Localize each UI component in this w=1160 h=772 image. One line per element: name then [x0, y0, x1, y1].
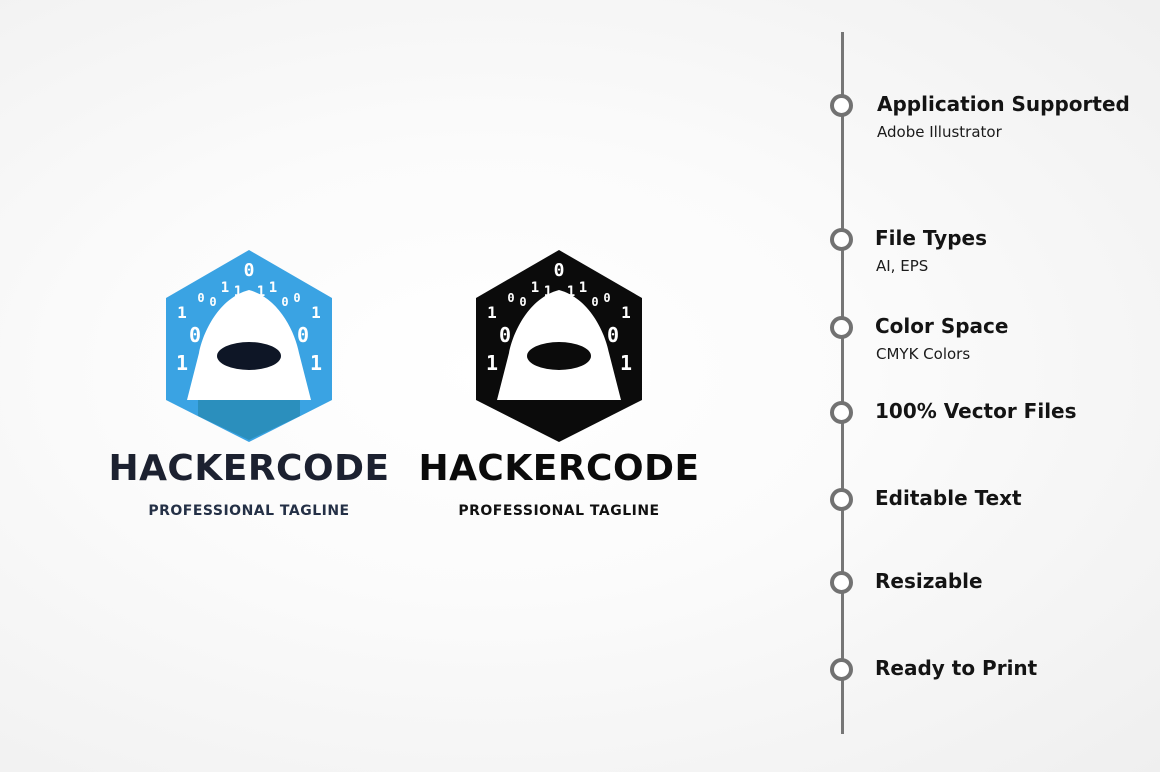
digit: 1 [269, 280, 277, 296]
digit: 1 [257, 284, 265, 300]
feature-editable-text: Editable Text [830, 486, 1150, 548]
timeline-node-icon [830, 228, 853, 251]
digit: 1 [620, 351, 632, 375]
hacker-hexagon-emblem-black: 0 1 1 1 1 0 0 0 0 1 1 0 0 1 1 [476, 250, 642, 442]
digit: 1 [311, 303, 321, 322]
digit: 0 [507, 291, 514, 305]
digit: 1 [487, 303, 497, 322]
digit: 0 [591, 295, 598, 309]
digit: 1 [486, 351, 498, 375]
digit: 1 [544, 284, 552, 300]
digit: 0 [519, 295, 526, 309]
digit: 1 [234, 284, 242, 300]
digit: 1 [310, 351, 322, 375]
digit: 0 [209, 295, 216, 309]
face-void [217, 342, 281, 370]
shield-base [508, 400, 610, 440]
digit: 1 [221, 280, 229, 296]
digit: 1 [567, 284, 575, 300]
feature-title: File Types [875, 226, 987, 250]
logo-color-variant: 0 1 1 1 1 0 0 0 0 1 1 0 0 1 1 HACKERCODE… [99, 250, 399, 519]
feature-ready-to-print: Ready to Print [830, 656, 1150, 718]
feature-file-types: File Types AI, EPS [830, 226, 1150, 288]
timeline-node-icon [830, 316, 853, 339]
shield-base [198, 400, 300, 440]
timeline-node-icon [830, 488, 853, 511]
feature-title: Color Space [875, 314, 1009, 338]
feature-title: Application Supported [877, 92, 1130, 116]
digit: 0 [244, 260, 255, 281]
feature-title: Resizable [875, 569, 983, 593]
feature-subtitle: AI, EPS [876, 257, 929, 275]
brand-name: HACKERCODE [108, 448, 390, 489]
feature-application-supported: Application Supported Adobe Illustrator [830, 92, 1150, 154]
feature-color-space: Color Space CMYK Colors [830, 314, 1150, 376]
feature-title: 100% Vector Files [875, 399, 1077, 423]
brand-name: HACKERCODE [418, 448, 700, 489]
timeline-node-icon [830, 571, 853, 594]
feature-vector-files: 100% Vector Files [830, 399, 1150, 461]
timeline-node-icon [830, 658, 853, 681]
digit: 0 [281, 295, 288, 309]
digit: 0 [297, 323, 309, 347]
timeline-line [841, 32, 844, 734]
digit: 1 [177, 303, 187, 322]
brand-tagline: PROFESSIONAL TAGLINE [458, 503, 660, 519]
digit: 0 [189, 323, 201, 347]
feature-resizable: Resizable [830, 569, 1150, 631]
digit: 1 [531, 280, 539, 296]
timeline-node-icon [830, 401, 853, 424]
digit: 0 [197, 291, 204, 305]
brand-tagline: PROFESSIONAL TAGLINE [148, 503, 350, 519]
digit: 1 [176, 351, 188, 375]
digit: 1 [579, 280, 587, 296]
logo-black-variant: 0 1 1 1 1 0 0 0 0 1 1 0 0 1 1 HACKERCODE… [409, 250, 709, 519]
feature-title: Editable Text [875, 486, 1022, 510]
feature-title: Ready to Print [875, 656, 1038, 680]
timeline-node-icon [830, 94, 853, 117]
binary-digits: 0 1 1 1 1 0 0 0 0 1 1 0 0 1 1 [176, 260, 322, 375]
digit: 0 [607, 323, 619, 347]
digit: 0 [499, 323, 511, 347]
digit: 0 [554, 260, 565, 281]
binary-digits: 0 1 1 1 1 0 0 0 0 1 1 0 0 1 1 [486, 260, 632, 375]
digit: 1 [621, 303, 631, 322]
digit: 0 [603, 291, 610, 305]
feature-subtitle: CMYK Colors [876, 345, 971, 363]
hacker-hexagon-emblem-color: 0 1 1 1 1 0 0 0 0 1 1 0 0 1 1 [166, 250, 332, 442]
face-void [527, 342, 591, 370]
digit: 0 [293, 291, 300, 305]
feature-subtitle: Adobe Illustrator [877, 123, 1002, 141]
